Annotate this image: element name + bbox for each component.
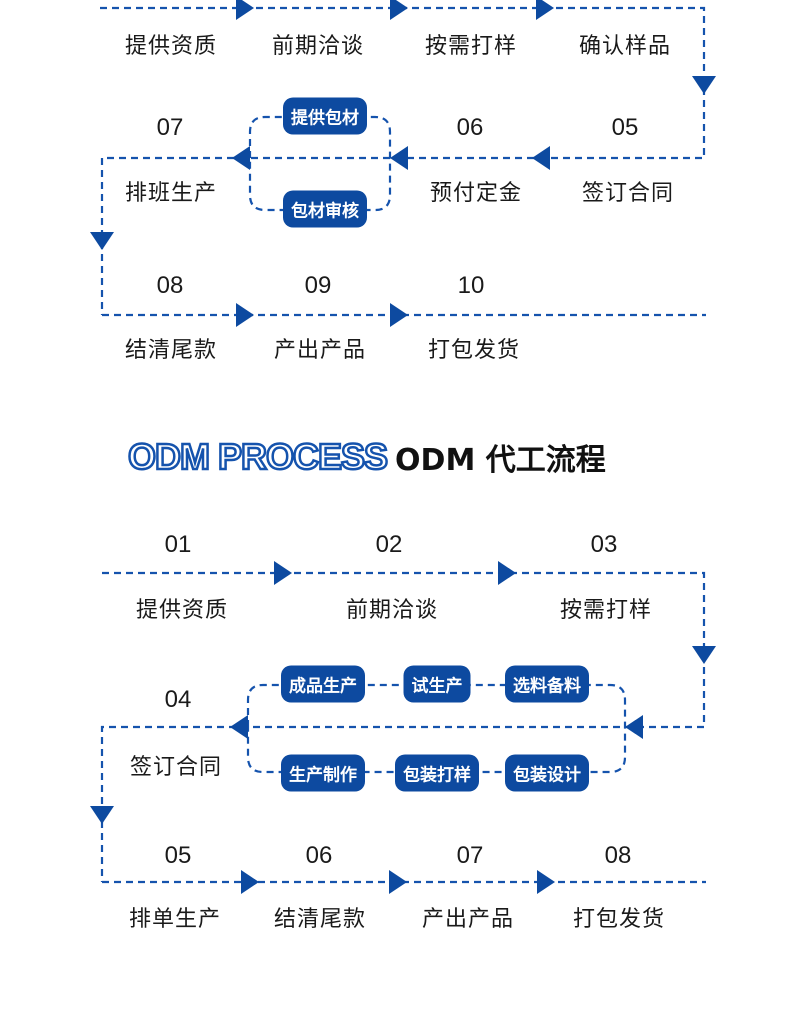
- step-label: 前期洽谈: [345, 598, 439, 623]
- branch-pill: 包装打样: [395, 754, 479, 792]
- branch-pill: 选料备料: [505, 665, 589, 703]
- step-number: 08: [604, 842, 632, 869]
- arrow-right-icon: [389, 870, 407, 894]
- arrow-right-icon: [498, 561, 516, 585]
- step-label: 打包发货: [427, 338, 521, 363]
- step-number: 05: [611, 114, 639, 141]
- step-number: 07: [456, 842, 484, 869]
- arrow-down-icon: [90, 806, 114, 824]
- step-label: 排班生产: [124, 181, 218, 206]
- step-label: 按需打样: [559, 598, 653, 623]
- arrow-right-icon: [536, 0, 554, 20]
- step-label: 提供资质: [135, 598, 229, 623]
- step-number: 08: [156, 272, 184, 299]
- step-label: 签订合同: [129, 755, 223, 780]
- step-label: 前期洽谈: [271, 34, 365, 59]
- section-title: ODM PROCESS ODM 代工流程: [127, 432, 606, 482]
- step-number: 09: [304, 272, 332, 299]
- arrow-right-icon: [236, 0, 254, 20]
- step-number: 01: [164, 531, 192, 558]
- step-label: 提供资质: [124, 34, 218, 59]
- step-label: 结清尾款: [124, 338, 218, 363]
- step-number: 07: [156, 114, 184, 141]
- step-number: 05: [164, 842, 192, 869]
- arrow-down-icon: [692, 646, 716, 664]
- title-english: ODM PROCESS: [127, 435, 390, 479]
- branch-pill: 提供包材: [283, 97, 367, 135]
- arrow-down-icon: [90, 232, 114, 250]
- arrow-right-icon: [274, 561, 292, 585]
- step-label: 按需打样: [424, 34, 518, 59]
- step-number: 04: [164, 686, 192, 713]
- step-number: 02: [375, 531, 403, 558]
- arrow-down-icon: [692, 76, 716, 94]
- arrow-left-icon: [625, 715, 643, 739]
- arrow-left-icon: [390, 146, 408, 170]
- step-label: 预付定金: [429, 181, 523, 206]
- oem-row1-line: [100, 6, 706, 315]
- branch-pill: 包装设计: [505, 754, 589, 792]
- step-label: 产出产品: [421, 907, 515, 932]
- branch-pill: 包材审核: [283, 190, 367, 228]
- arrow-right-icon: [537, 870, 555, 894]
- step-label: 确认样品: [578, 34, 672, 59]
- step-label: 产出产品: [273, 338, 367, 363]
- oem-branch-loop: [248, 115, 392, 212]
- step-number: 03: [590, 531, 618, 558]
- step-label: 签订合同: [581, 181, 675, 206]
- title-chinese: ODM 代工流程: [395, 443, 606, 478]
- step-label: 打包发货: [572, 907, 666, 932]
- branch-pill: 成品生产: [281, 665, 365, 703]
- step-number: 06: [456, 114, 484, 141]
- arrow-right-icon: [390, 0, 408, 20]
- branch-pill: 生产制作: [281, 754, 365, 792]
- step-label: 结清尾款: [273, 907, 367, 932]
- arrow-right-icon: [236, 303, 254, 327]
- arrow-left-icon: [230, 715, 248, 739]
- step-number: 10: [457, 272, 485, 299]
- branch-pill: 试生产: [403, 665, 471, 703]
- arrow-right-icon: [390, 303, 408, 327]
- step-number: 06: [305, 842, 333, 869]
- odm-branch-loop: [246, 683, 627, 774]
- arrow-left-icon: [532, 146, 550, 170]
- arrow-left-icon: [232, 146, 250, 170]
- arrow-right-icon: [241, 870, 259, 894]
- step-label: 排单生产: [128, 907, 222, 932]
